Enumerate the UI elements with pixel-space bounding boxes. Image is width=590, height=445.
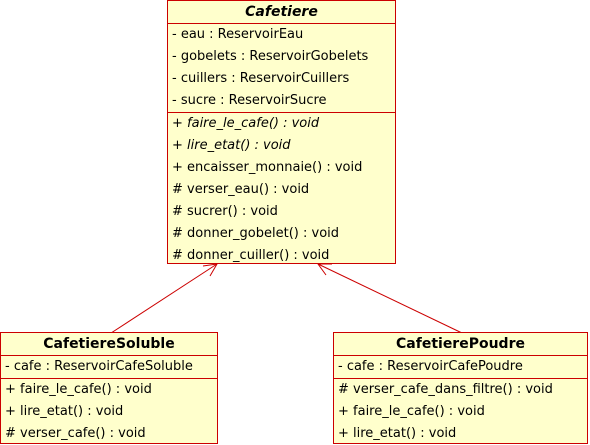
operation: # verser_cafe_dans_filtre() : void: [338, 382, 553, 397]
attribute: - sucre : ReservoirSucre: [172, 93, 327, 108]
attribute: - eau : ReservoirEau: [172, 27, 304, 42]
operation: + faire_le_cafe() : void: [5, 382, 152, 397]
class-cafetiere[interactable]: Cafetiere - eau : ReservoirEau - gobelet…: [167, 0, 396, 264]
generalization-link-soluble: [107, 263, 218, 336]
attribute: - gobelets : ReservoirGobelets: [172, 49, 369, 64]
operations-section: + faire_le_cafe() : void + lire_etat() :…: [168, 113, 395, 267]
operation: # sucrer() : void: [172, 204, 278, 219]
operation: # verser_eau() : void: [172, 182, 310, 197]
operations-section: # verser_cafe_dans_filtre() : void + fai…: [334, 379, 587, 445]
attribute: - cafe : ReservoirCafePoudre: [338, 359, 523, 374]
operation: + faire_le_cafe() : void: [172, 116, 320, 131]
class-cafetiere-poudre[interactable]: CafetierePoudre - cafe : ReservoirCafePo…: [333, 332, 588, 444]
operation: + encaisser_monnaie() : void: [172, 160, 363, 175]
generalization-link-poudre: [317, 263, 463, 334]
operation: + lire_etat() : void: [172, 138, 291, 153]
class-name: CafetierePoudre: [334, 333, 587, 356]
attributes-section: - eau : ReservoirEau - gobelets : Reserv…: [168, 24, 395, 113]
attribute: - cafe : ReservoirCafeSoluble: [5, 359, 193, 374]
operation: # verser_cafe() : void: [5, 426, 146, 441]
operation: + lire_etat() : void: [338, 426, 457, 441]
operation: # donner_gobelet() : void: [172, 226, 340, 241]
operation: + lire_etat() : void: [5, 404, 124, 419]
generalization-arrowhead-poudre: [317, 263, 332, 276]
generalization-arrowhead-soluble: [202, 263, 218, 277]
attributes-section: - cafe : ReservoirCafePoudre: [334, 356, 587, 379]
attributes-section: - cafe : ReservoirCafeSoluble: [1, 356, 217, 379]
class-cafetiere-soluble[interactable]: CafetiereSoluble - cafe : ReservoirCafeS…: [0, 332, 218, 444]
class-name: CafetiereSoluble: [1, 333, 217, 356]
attribute: - cuillers : ReservoirCuillers: [172, 71, 350, 86]
operation: # donner_cuiller() : void: [172, 248, 330, 263]
operations-section: + faire_le_cafe() : void + lire_etat() :…: [1, 379, 217, 445]
class-name: Cafetiere: [168, 1, 395, 24]
operation: + faire_le_cafe() : void: [338, 404, 485, 419]
